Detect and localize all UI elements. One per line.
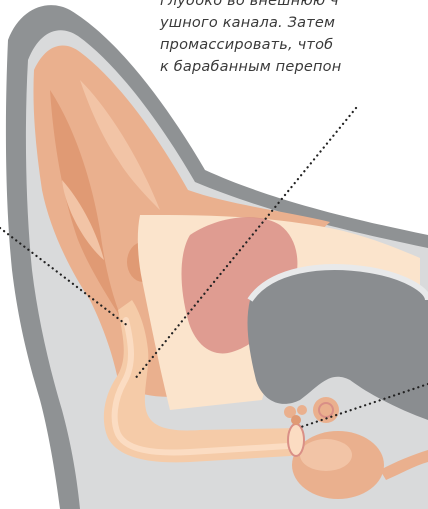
- tympanic-bulla-highlight: [300, 439, 352, 471]
- caption-line-3: промассировать, чтоб: [160, 34, 428, 56]
- caption-line-2: ушного канала. Затем: [160, 12, 428, 34]
- caption-text: глубоко во внешнюю ч ушного канала. Зате…: [160, 0, 428, 78]
- ossicle-2: [297, 405, 307, 415]
- caption-line-4: к барабанным перепон: [160, 56, 428, 78]
- caption-line-1: глубоко во внешнюю ч: [160, 0, 428, 12]
- ossicle-3: [291, 415, 301, 425]
- eardrum: [288, 424, 304, 456]
